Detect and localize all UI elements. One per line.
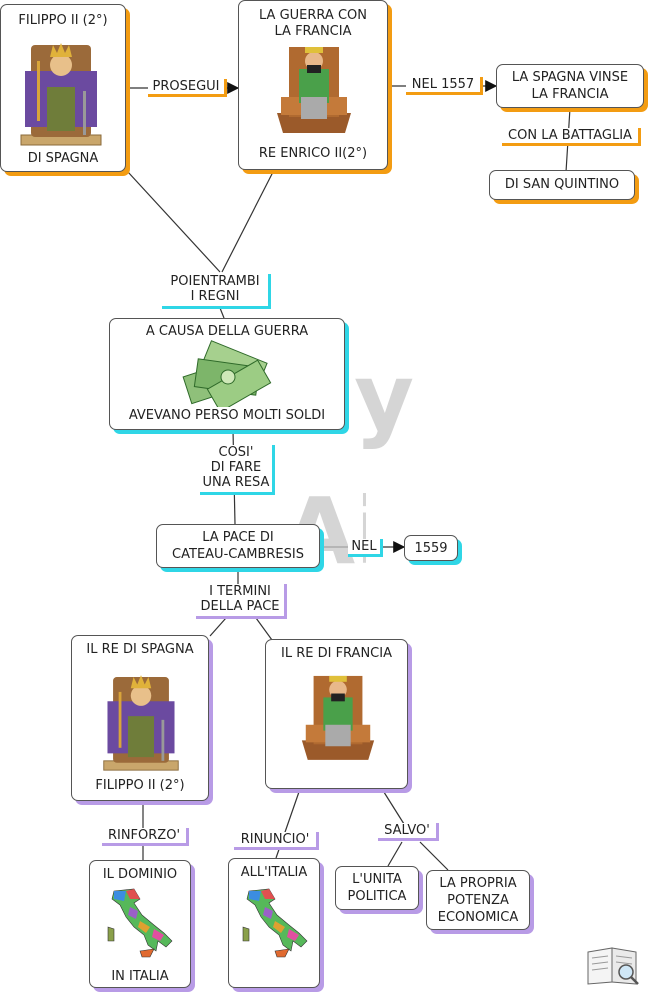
node-text: DI SAN QUINTINO (504, 177, 620, 192)
label-line1: I TERMINI (209, 584, 271, 599)
link-poi-causa (219, 307, 225, 319)
money-bills-icon (182, 340, 272, 407)
node-title-line1: LA GUERRA CON (259, 8, 367, 23)
italy-map-icon (242, 888, 308, 958)
node-san-quintino[interactable]: DI SAN QUINTINO (489, 170, 635, 200)
node-title: IL RE DI FRANCIA (281, 646, 392, 661)
label-line1: COSI' (218, 445, 254, 460)
link-guerra-poi (221, 169, 275, 273)
label-line3: UNA RESA (202, 475, 270, 490)
label-line1: POIENTRAMBI (170, 274, 260, 289)
node-subtitle: DI SPAGNA (27, 151, 99, 166)
node-re-spagna[interactable]: IL RE DI SPAGNA FILIPPO II (2°) (71, 635, 209, 801)
label-poientrambi: POIENTRAMBI I REGNI (162, 274, 271, 309)
node-title: FILIPPO II (2°) (18, 13, 108, 28)
node-subtitle: RE ENRICO II(2°) (258, 146, 368, 161)
label-con-battaglia: CON LA BATTAGLIA (502, 128, 641, 146)
label-line2: DELLA PACE (200, 599, 280, 614)
label-nel-1557: NEL 1557 (406, 77, 483, 95)
node-line1: LA PACE DI (202, 530, 274, 545)
node-italia[interactable]: ALL'ITALIA (228, 858, 320, 988)
label-cosi: COSI' DI FARE UNA RESA (200, 445, 275, 495)
label-line2: I REGNI (190, 289, 240, 304)
node-causa[interactable]: A CAUSA DELLA GUERRA AVEVANO PERSO MOLTI… (109, 318, 345, 430)
king-on-throne-icon (20, 43, 102, 146)
node-line2: POTENZA (447, 893, 509, 908)
node-unita[interactable]: L'UNITA POLITICA (335, 866, 419, 910)
node-line3: ECONOMICA (437, 910, 519, 925)
label-rinforzo: RINFORZO' (102, 828, 189, 846)
node-title: ALL'ITALIA (240, 865, 308, 880)
book-magnifier-icon[interactable] (584, 944, 642, 988)
king-on-throne-icon (103, 675, 179, 771)
node-title: IL RE DI SPAGNA (86, 642, 194, 657)
node-line1: LA PROPRIA (439, 876, 517, 891)
king-on-throne-icon (277, 47, 351, 133)
italy-map-icon (107, 888, 173, 958)
king-on-throne-icon (301, 675, 375, 760)
link-francia-salvo (381, 788, 405, 825)
node-line2: POLITICA (347, 889, 407, 904)
label-salvo: SALVO' (378, 823, 439, 841)
node-title-line2: LA FRANCIA (274, 24, 352, 39)
node-filippo[interactable]: FILIPPO II (2°) DI SPAGNA (0, 4, 126, 172)
node-title: IL DOMINIO (102, 867, 178, 882)
node-guerra[interactable]: LA GUERRA CON LA FRANCIA RE ENRICO II(2°… (238, 0, 388, 170)
node-spagna-vinse[interactable]: LA SPAGNA VINSE LA FRANCIA (496, 64, 644, 108)
node-line2: CATEAU-CAMBRESIS (172, 547, 304, 562)
node-1559[interactable]: 1559 (404, 535, 458, 561)
link-salvo-potenza (419, 841, 449, 871)
node-potenza[interactable]: LA PROPRIA POTENZA ECONOMICA (426, 870, 530, 930)
node-line2: LA FRANCIA (531, 87, 609, 102)
node-text: 1559 (414, 541, 448, 556)
link-termini-spagna (209, 617, 227, 637)
label-prosegui: PROSEGUI (148, 79, 227, 97)
node-subtitle: AVEVANO PERSO MOLTI SOLDI (128, 408, 326, 423)
node-title: A CAUSA DELLA GUERRA (145, 324, 309, 339)
node-dominio[interactable]: IL DOMINIO IN ITALIA (89, 860, 191, 988)
label-nel: NEL (348, 539, 383, 557)
label-termini: I TERMINI DELLA PACE (196, 584, 287, 619)
link-filippo-poi (127, 171, 221, 273)
node-subtitle: IN ITALIA (111, 969, 169, 984)
label-rinuncio: RINUNCIO' (234, 832, 319, 850)
node-subtitle: FILIPPO II (2°) (95, 778, 185, 793)
link-salvo-unita (387, 841, 403, 867)
label-line2: DI FARE (210, 460, 262, 475)
link-termini-francia (255, 617, 273, 641)
node-line1: L'UNITA (352, 872, 402, 887)
node-line1: LA SPAGNA VINSE (511, 70, 629, 85)
node-re-francia[interactable]: IL RE DI FRANCIA (265, 639, 408, 789)
node-pace[interactable]: LA PACE DI CATEAU-CAMBRESIS (156, 524, 320, 568)
